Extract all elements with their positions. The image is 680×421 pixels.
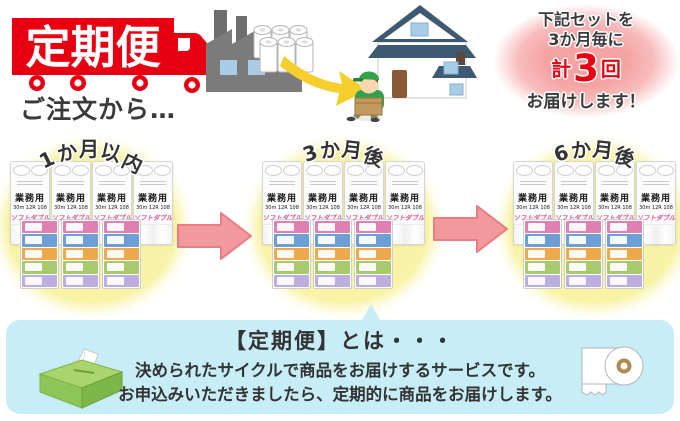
tp-type-label: 業務用 <box>137 194 168 204</box>
tissue-box-pack <box>102 219 141 289</box>
delivery-count-burst: 下記セットを 3か月毎に 計 3 回 お届けします！ <box>470 0 680 132</box>
tp-spec-label: 30m 12R 108 <box>347 205 381 211</box>
truck-wheels <box>29 75 200 93</box>
tp-brand-label: ソフトダブル <box>385 214 425 222</box>
roll-tops <box>515 165 551 176</box>
toilet-paper-pack: 業務用 30m 12R 108 ソフトダブル <box>133 161 173 245</box>
tp-type-label: 業務用 <box>599 194 630 204</box>
roll-tops <box>53 165 89 176</box>
roll-tops <box>264 165 300 176</box>
tissue-box-pack <box>564 219 603 289</box>
info-text-block: 【定期便】とは・・・ 決められたサイクルで商品をお届けするサービスです。 お申込… <box>6 325 674 407</box>
house-icon <box>368 5 477 99</box>
tp-brand-label: ソフトダブル <box>10 214 50 222</box>
tp-type-label: 業務用 <box>640 194 671 204</box>
tp-brand-label: ソフトダブル <box>636 214 676 222</box>
tissue-box-row <box>523 219 644 289</box>
tp-type-label: 業務用 <box>55 194 86 204</box>
tp-brand-label: ソフトダブル <box>554 214 594 222</box>
tp-type-label: 業務用 <box>96 194 127 204</box>
roll-tops <box>94 165 130 176</box>
tp-spec-label: 30m 12R 108 <box>388 205 422 211</box>
shipping-illustration <box>206 5 477 122</box>
tissue-box-pack <box>313 219 352 289</box>
roll-tops <box>305 165 341 176</box>
badge-title: 定期便 <box>25 21 161 74</box>
info-line-1: 決められたサイクルで商品をお届けするサービスです。 <box>134 361 546 380</box>
tissue-box-pack <box>605 219 644 289</box>
tissue-box-pack <box>354 219 393 289</box>
flow-arrow-icon <box>433 205 508 253</box>
count-suffix: 回 <box>600 56 621 81</box>
toilet-paper-roll-icon <box>581 346 644 396</box>
roll-tops <box>135 165 171 176</box>
roll-tops <box>346 165 382 176</box>
burst-count-line: 計 3 回 <box>551 47 621 91</box>
tissue-box-pack <box>272 219 311 289</box>
shipping-arrow-icon <box>280 56 368 106</box>
roll-tops <box>387 165 423 176</box>
count-prefix: 計 <box>551 56 572 81</box>
tp-type-label: 業務用 <box>558 194 589 204</box>
burst-line-4: お届けします！ <box>526 91 646 112</box>
tissue-box-row <box>20 219 141 289</box>
info-box-pointer <box>362 304 380 320</box>
toilet-rolls-stack <box>253 25 314 73</box>
info-line-2: お申込みいただきましたら、定期的に商品をお届けします。 <box>118 384 562 404</box>
tissue-box-pack <box>20 219 59 289</box>
burst-line-1: 下記セットを <box>537 10 634 30</box>
flow-arrow-icon <box>177 212 252 260</box>
tp-brand-label: ソフトダブル <box>513 214 553 222</box>
tp-brand-label: ソフトダブル <box>344 214 384 222</box>
tp-brand-label: ソフトダブル <box>133 214 173 222</box>
delivery-person-icon <box>346 71 384 122</box>
tp-type-label: 業務用 <box>14 194 45 204</box>
teikibin-info-box: 【定期便】とは・・・ 決められたサイクルで商品をお届けするサービスです。 お申込… <box>6 320 674 414</box>
tissue-box-icon <box>38 348 124 409</box>
delivery-truck-icon: 定期便 <box>12 18 213 93</box>
tissue-box-pack <box>523 219 562 289</box>
tp-spec-label: 30m 12R 108 <box>516 205 550 211</box>
tp-brand-label: ソフトダブル <box>595 214 635 222</box>
tp-spec-label: 30m 12R 108 <box>598 205 632 211</box>
tp-type-label: 業務用 <box>517 194 548 204</box>
tp-type-label: 業務用 <box>348 194 379 204</box>
tissue-box-pack <box>61 219 100 289</box>
tp-spec-label: 30m 12R 108 <box>306 205 340 211</box>
tp-brand-label: ソフトダブル <box>92 214 132 222</box>
tissue-box-row <box>272 219 393 289</box>
count-number: 3 <box>573 47 599 91</box>
burst-line-2: 3か月毎に <box>548 30 624 50</box>
tp-spec-label: 30m 12R 108 <box>265 205 299 211</box>
tp-type-label: 業務用 <box>307 194 338 204</box>
toilet-paper-row: 業務用 30m 12R 108 ソフトダブル 業務用 30m 12R 108 ソ… <box>10 161 173 245</box>
tp-spec-label: 30m 12R 108 <box>13 205 47 211</box>
tp-spec-label: 30m 12R 108 <box>557 205 591 211</box>
roll-tops <box>638 165 674 176</box>
tp-brand-label: ソフトダブル <box>262 214 302 222</box>
info-title: 【定期便】とは・・・ <box>225 329 455 353</box>
tp-type-label: 業務用 <box>389 194 420 204</box>
tp-brand-label: ソフトダブル <box>51 214 91 222</box>
tp-spec-label: 30m 12R 108 <box>639 205 673 211</box>
roll-tops <box>597 165 633 176</box>
tp-brand-label: ソフトダブル <box>303 214 343 222</box>
toilet-paper-pack: 業務用 30m 12R 108 ソフトダブル <box>636 161 676 245</box>
tp-type-label: 業務用 <box>266 194 297 204</box>
roll-tops <box>12 165 48 176</box>
roll-tops <box>556 165 592 176</box>
tp-spec-label: 30m 12R 108 <box>95 205 129 211</box>
tp-spec-label: 30m 12R 108 <box>54 205 88 211</box>
order-from-text: ご注文から… <box>20 95 177 124</box>
tp-spec-label: 30m 12R 108 <box>136 205 170 211</box>
